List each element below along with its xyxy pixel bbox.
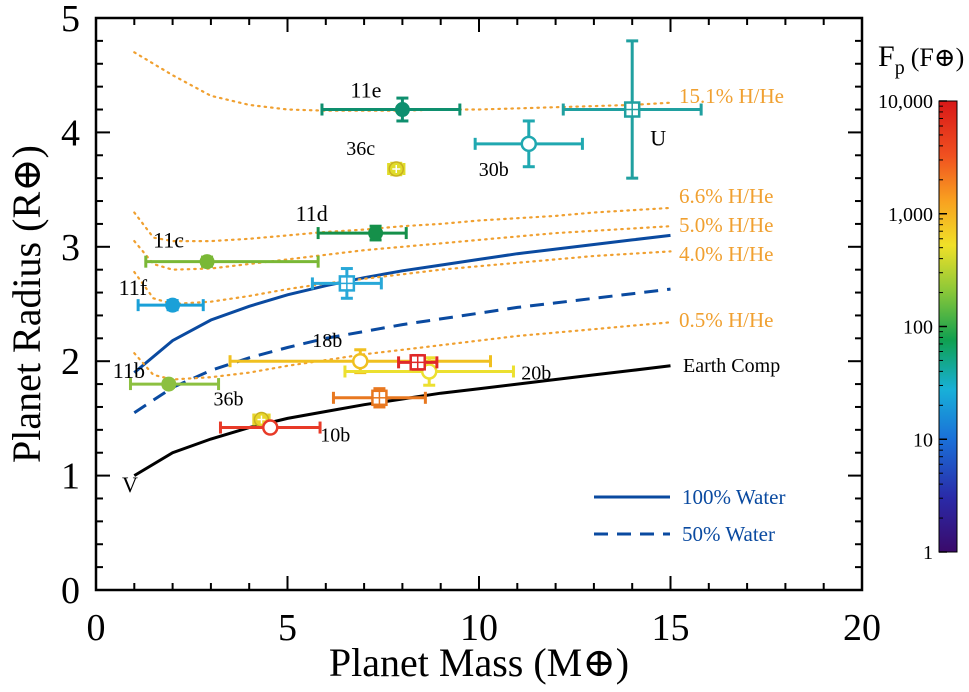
colorbar-tick-label: 100 [903, 317, 933, 339]
planet-point-11f [136, 297, 205, 313]
point-marker [394, 102, 410, 118]
colorbar-tick-label: 1 [923, 542, 933, 564]
planet-point-10b [218, 419, 322, 436]
legend-label-50-water: 50% Water [682, 522, 775, 546]
planet-point [331, 387, 427, 409]
point-marker [520, 135, 538, 153]
x-tick-label: 0 [87, 607, 106, 649]
x-tick-label: 15 [652, 607, 690, 649]
point-label-30b: 30b [479, 159, 509, 181]
curve-100-water [133, 233, 671, 374]
point-label-11d: 11d [296, 201, 328, 226]
x-axis-title: Planet Mass (M⊕) [329, 640, 629, 685]
planet-point [397, 353, 439, 371]
planet-point-11d [316, 224, 408, 242]
x-tick-label: 5 [278, 607, 297, 649]
point-marker [352, 352, 369, 370]
point-label-18b: 18b [312, 330, 342, 352]
y-tick-label: 3 [61, 227, 80, 269]
point-label-36c: 36c [346, 138, 375, 160]
planet-point-30b [473, 119, 584, 169]
data-points [128, 39, 703, 436]
point-marker [368, 225, 384, 241]
planet-point-11e [320, 96, 462, 123]
point-label-11e: 11e [350, 78, 381, 103]
y-tick-label: 4 [61, 112, 80, 154]
y-tick-label: 2 [61, 341, 80, 383]
curve-label-0-5pct-hhe: 0.5% H/He [679, 308, 773, 332]
point-marker [161, 376, 177, 392]
y-axis-title: Planet Radius (R⊕) [4, 145, 49, 463]
colorbar-tick-label: 1,000 [888, 204, 933, 226]
planet-point-36c [387, 161, 406, 177]
point-marker [165, 297, 181, 313]
colorbar-title: Fp(F⊕) [878, 40, 964, 79]
curve-0-5-h-he [133, 321, 672, 381]
colorbar: Fp(F⊕) 1 10 100 1,000 10,000 [878, 40, 964, 564]
curve-label-earth-comp: Earth Comp [683, 355, 780, 377]
curve-50-water [133, 287, 671, 414]
point-label-11f: 11f [119, 275, 148, 300]
curve-label-15pct-hhe: 15.1% H/He [679, 84, 784, 108]
curve-label-4pct-hhe: 4.0% H/He [679, 242, 773, 266]
y-tick-label: 0 [61, 570, 80, 612]
y-tick-label: 1 [61, 456, 80, 498]
planet-point [310, 267, 383, 300]
curve-earth-comp [133, 364, 671, 477]
point-label-20b: 20b [521, 362, 551, 384]
colorbar-tick-label: 10,000 [878, 91, 933, 113]
legend-label-100-water: 100% Water [682, 485, 785, 509]
point-label-36b: 36b [213, 389, 243, 411]
axis-ticks: 0 5 10 15 20 0 1 2 3 4 5 [61, 0, 881, 649]
planet-point-u [561, 39, 703, 180]
planet-point-11c [144, 254, 320, 270]
colorbar-tick-label: 10 [913, 429, 933, 451]
curve-label-6-6pct-hhe: 6.6% H/He [679, 184, 773, 208]
point-marker [262, 419, 279, 436]
point-label-11c: 11c [153, 228, 184, 253]
point-label-10b: 10b [320, 425, 350, 447]
x-tick-label: 20 [843, 607, 881, 649]
legend: 100% Water 50% Water [594, 485, 785, 546]
curve-4-0-h-he [133, 250, 672, 306]
point-marker [199, 254, 215, 270]
curve-label-5pct-hhe: 5.0% H/He [679, 213, 773, 237]
colorbar-ticks: 1 10 100 1,000 10,000 [878, 91, 947, 564]
point-label-u: U [650, 126, 666, 151]
point-label-11b: 11b [113, 358, 145, 383]
y-tick-label: 5 [61, 0, 80, 40]
x-tick-label: 10 [460, 607, 498, 649]
curve-6-6-h-he [133, 206, 672, 243]
planet-point-11b [128, 376, 221, 392]
annotation-v: V [122, 472, 138, 497]
curve-5-0-h-he [133, 225, 672, 271]
